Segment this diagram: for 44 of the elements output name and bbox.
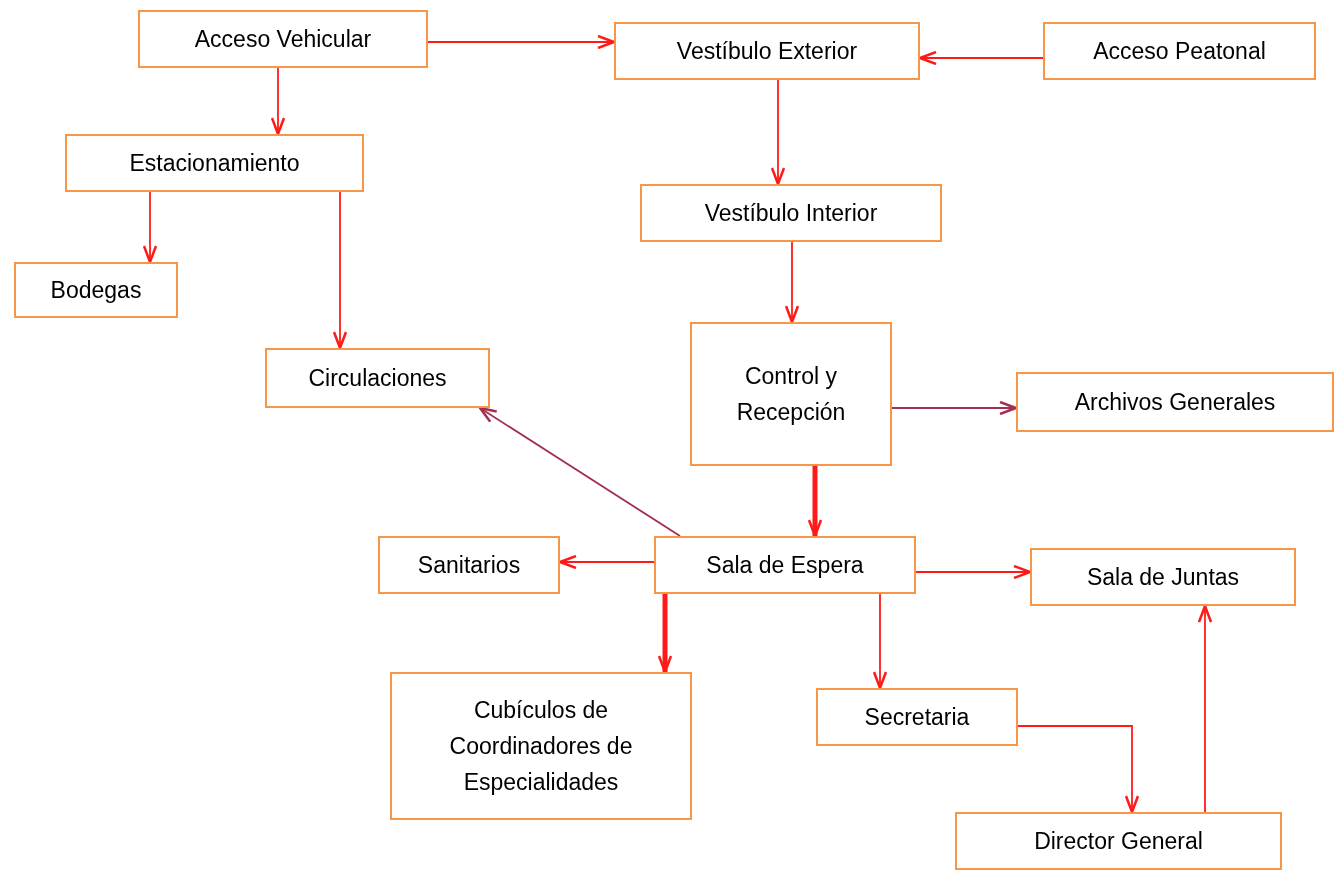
- process-box: [1043, 22, 1316, 80]
- process-box: [265, 348, 490, 408]
- process-box: [1016, 372, 1334, 432]
- box-label: Estacionamiento: [128, 149, 301, 178]
- arrow: [478, 406, 681, 537]
- box-label: Vestíbulo Interior: [703, 199, 879, 228]
- arrow: [915, 564, 1032, 580]
- box-label: Acceso Vehicular: [193, 25, 373, 54]
- box-label: Sala de Juntas: [1085, 563, 1241, 592]
- process-box: [14, 262, 178, 318]
- box-label: Archivos Generales: [1073, 388, 1277, 417]
- box-label: Circulaciones: [307, 364, 448, 393]
- arrow: [427, 34, 616, 50]
- process-box: [640, 184, 942, 242]
- arrow: [891, 400, 1018, 416]
- box-label: Bodegas: [49, 276, 143, 305]
- process-box: [1030, 548, 1296, 606]
- arrow: [872, 593, 888, 690]
- process-box: [65, 134, 364, 192]
- box-label: Acceso Peatonal: [1092, 37, 1267, 66]
- box-label: Sala de Espera: [705, 551, 865, 580]
- arrow: [807, 466, 823, 538]
- box-label: Secretaria: [863, 703, 971, 732]
- process-box: [654, 536, 916, 594]
- arrow: [1017, 725, 1140, 814]
- arrow: [770, 79, 786, 186]
- process-box: [378, 536, 560, 594]
- box-label: Sanitarios: [416, 551, 522, 580]
- box-label: Vestíbulo Exterior: [675, 37, 859, 66]
- arrow: [657, 594, 673, 674]
- arrow: [270, 67, 286, 136]
- arrow: [332, 191, 348, 350]
- arrow: [1197, 604, 1213, 813]
- process-box: [390, 672, 692, 820]
- process-box: [955, 812, 1282, 870]
- arrow: [142, 191, 158, 264]
- box-label: Director General: [1033, 827, 1204, 856]
- process-box: [138, 10, 428, 68]
- process-box: [614, 22, 920, 80]
- arrow: [784, 241, 800, 324]
- box-label: Cubículos de Coordinadores de Especialidades: [448, 696, 634, 797]
- box-label: Control y Recepción: [736, 362, 846, 427]
- process-box: [816, 688, 1018, 746]
- process-box: [690, 322, 892, 466]
